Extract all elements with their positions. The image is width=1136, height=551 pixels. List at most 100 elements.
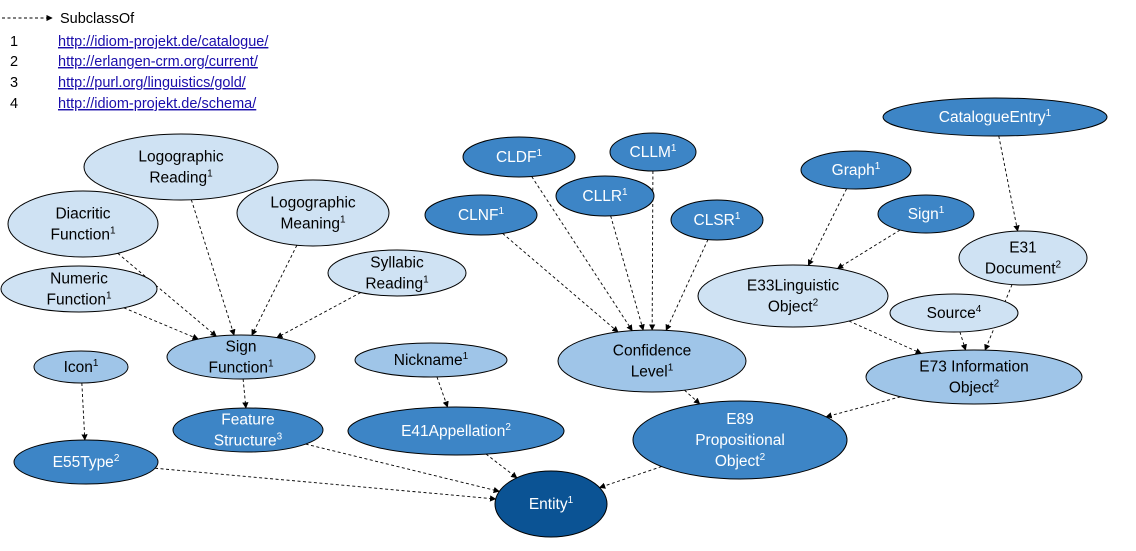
- node-label: Confidence: [613, 343, 691, 360]
- node-source-sup: 3: [277, 432, 283, 443]
- node-graph: Graph1: [800, 150, 912, 190]
- node-shape: [609, 132, 697, 172]
- node-label: E31: [1009, 240, 1037, 257]
- node-source-sup: 1: [463, 351, 469, 362]
- node-shape: [697, 264, 889, 328]
- node-source-sup: 1: [268, 359, 274, 370]
- node-label: Reading1: [365, 275, 429, 293]
- node-label: Graph1: [832, 161, 881, 179]
- node-shape: [236, 179, 390, 247]
- edge-confidence-level-to-e89-propositional-object: [684, 389, 701, 405]
- node-source-sup: 1: [875, 161, 881, 172]
- node-shape: [555, 175, 655, 217]
- node-shape: [889, 293, 1019, 333]
- node-label: CLLM1: [630, 143, 677, 161]
- node-shape: [0, 265, 158, 313]
- node-label: Feature: [221, 412, 274, 429]
- legend-subclass-label: SubclassOf: [60, 11, 135, 27]
- node-label: CatalogueEntry1: [939, 108, 1052, 126]
- node-label: Source4: [927, 304, 982, 322]
- edge-e41-appellation-to-entity: [485, 453, 518, 479]
- edge-e89-propositional-object-to-entity: [598, 466, 662, 489]
- node-source-sup: 1: [340, 215, 346, 226]
- node-label: Logographic: [270, 195, 356, 212]
- node-source-sup: 1: [106, 291, 112, 302]
- node-source-sup: 1: [939, 205, 945, 216]
- node-cllr: CLLR1: [555, 175, 655, 217]
- node-source-sup: 1: [536, 148, 542, 159]
- node-shape: [172, 407, 324, 453]
- node-label: Object2: [715, 452, 766, 470]
- node-source-sup: 4: [976, 304, 982, 315]
- node-source-sup: 2: [114, 453, 120, 464]
- node-entity: Entity1: [494, 470, 608, 538]
- edge-e73-information-object-to-e89-propositional-object: [825, 396, 901, 419]
- node-source-sup: 2: [760, 452, 766, 463]
- node-clsr: CLSR1: [670, 199, 764, 241]
- node-shape: [494, 470, 608, 538]
- node-label: CLLR1: [582, 187, 628, 205]
- legend-link-2[interactable]: http://erlangen-crm.org/current/: [58, 54, 259, 70]
- node-source-sup: 1: [622, 187, 628, 198]
- edge-sign-to-e33-linguistic-object: [836, 229, 901, 269]
- node-shape: [462, 136, 576, 178]
- node-source-sup: 2: [813, 298, 819, 309]
- edge-icon-to-e55-type: [81, 382, 88, 441]
- legend-link-4[interactable]: http://idiom-projekt.de/schema/: [58, 96, 257, 112]
- node-shape: [882, 97, 1108, 137]
- node-label: Numeric: [50, 271, 108, 288]
- edge-nickname-to-e41-appellation: [436, 376, 449, 408]
- nodes-layer: LogographicReading1DiacriticFunction1Log…: [0, 97, 1108, 538]
- node-icon: Icon1: [33, 350, 129, 384]
- node-source-sup: 2: [994, 379, 1000, 390]
- legend-link-1[interactable]: http://idiom-projekt.de/catalogue/: [58, 34, 269, 50]
- node-source-sup: 1: [498, 206, 504, 217]
- node-source-sup: 1: [671, 143, 677, 154]
- node-source-sup: 2: [505, 422, 511, 433]
- node-label: Object2: [768, 298, 819, 316]
- node-label: Icon1: [64, 358, 99, 376]
- node-source-sup: 1: [1046, 108, 1052, 119]
- edge-catalogue-entry-to-e31-document: [998, 135, 1020, 232]
- node-shape: [327, 249, 467, 297]
- node-cldf: CLDF1: [462, 136, 576, 178]
- node-sign: Sign1: [877, 194, 975, 234]
- node-shape: [83, 133, 279, 201]
- node-label: Document2: [985, 260, 1062, 278]
- node-label: Diacritic: [55, 206, 110, 223]
- node-label: Syllabic: [370, 255, 424, 272]
- node-shape: [557, 329, 747, 393]
- edge-e55-type-to-entity: [155, 467, 497, 502]
- edge-logographic-meaning-to-sign-function: [251, 245, 298, 336]
- node-label: Function1: [208, 359, 273, 377]
- node-shape: [424, 194, 538, 236]
- node-source-sup: 1: [735, 211, 741, 222]
- node-label: Structure3: [214, 432, 283, 450]
- node-shape: [632, 400, 848, 480]
- node-label: Sign1: [908, 205, 945, 223]
- edge-syllabic-reading-to-sign-function: [276, 292, 361, 339]
- node-label: E73 Information: [919, 359, 1028, 376]
- legend-num-2: 2: [10, 54, 18, 70]
- legend-num-1: 1: [10, 34, 18, 50]
- node-label: Level1: [631, 363, 674, 381]
- node-label: Nickname1: [394, 351, 469, 369]
- legend: SubclassOf 1 http://idiom-projekt.de/cat…: [2, 11, 269, 112]
- node-source-sup: 1: [668, 363, 674, 374]
- node-shape: [7, 190, 159, 258]
- node-shape: [33, 350, 129, 384]
- node-label: Meaning1: [280, 215, 345, 233]
- node-label: Sign: [225, 339, 256, 356]
- legend-num-4: 4: [10, 96, 18, 112]
- legend-link-3[interactable]: http://purl.org/linguistics/gold/: [58, 75, 247, 91]
- node-shape: [865, 349, 1083, 405]
